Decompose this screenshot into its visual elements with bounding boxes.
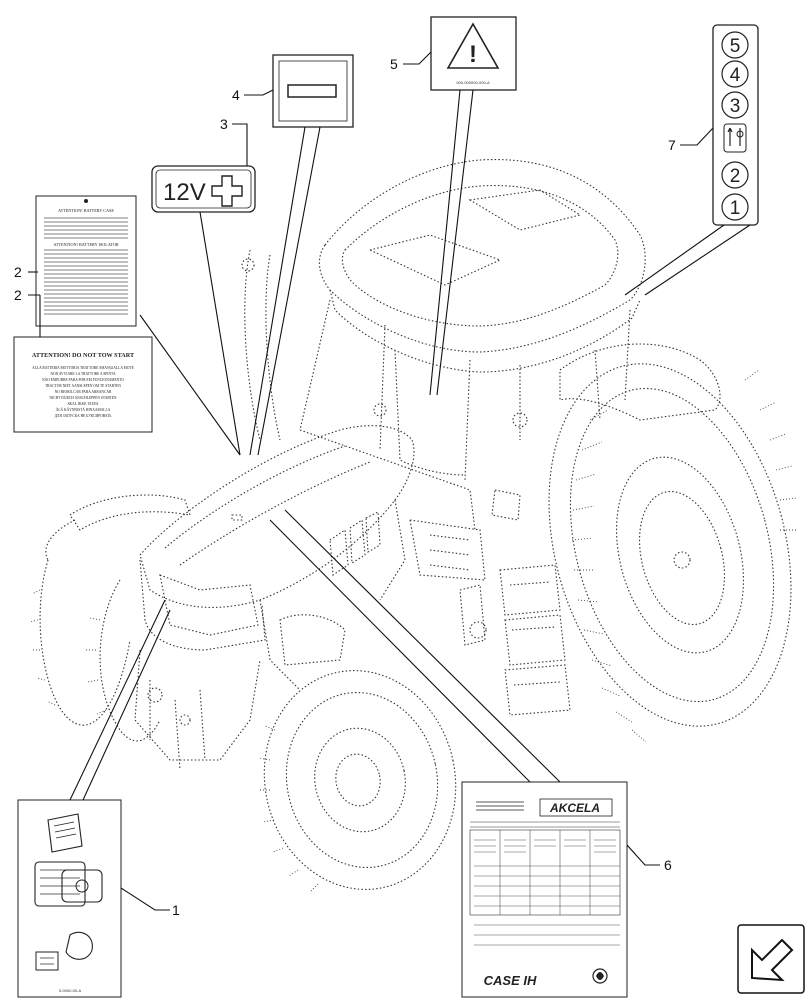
decal-spec-panel: AKCELA CASE IH — [461, 781, 628, 998]
svg-text:1: 1 — [730, 198, 741, 219]
decal-battery-isolator: ATTENTION! BATTERY CASE ATTENTION! BATTE… — [35, 195, 137, 327]
manual-code: 0-0000-00-A — [59, 988, 82, 993]
svg-text:TRACTOR NIET AANSLEPEN OM TE S: TRACTOR NIET AANSLEPEN OM TE STARTEN — [45, 384, 121, 388]
decal-12v-plus: 12V — [151, 165, 256, 213]
cab-roof — [318, 158, 646, 373]
front-left-tire — [86, 579, 161, 742]
cab-steps — [459, 564, 571, 716]
plus-icon — [211, 175, 243, 207]
cab-body — [241, 249, 631, 531]
callout-2a: 2 — [14, 264, 22, 280]
hood — [139, 425, 415, 691]
front-chassis — [134, 519, 486, 771]
battery-decal-lines — [44, 217, 128, 315]
callout-2b: 2 — [14, 287, 22, 303]
battery-decal-subtitle: ATTENTION! BATTERY ISOLATOR — [53, 242, 119, 247]
gear-5: 5 — [721, 31, 749, 59]
battery-icon — [34, 861, 86, 907]
callout-4: 4 — [232, 87, 240, 103]
callout-5: 5 — [390, 56, 398, 72]
svg-text:NO REMOLCAR PARA ARRANCAR: NO REMOLCAR PARA ARRANCAR — [55, 390, 112, 394]
warning-symbol: ! — [469, 41, 477, 68]
spec-maker: CASE IH — [484, 973, 537, 988]
svg-text:NICHT DURCH ANSCHLEPPEN STARTE: NICHT DURCH ANSCHLEPPEN STARTEN — [49, 396, 116, 400]
tow-decal-title: ATTENTION! DO NOT TOW START — [32, 352, 135, 359]
gear-3: 3 — [721, 91, 749, 119]
leader-lines — [28, 51, 751, 911]
tow-decal-lines: ALLA BATTERIA MOTTORIA TRATTORE SMANGIAL… — [32, 366, 135, 418]
charger-icon — [61, 869, 103, 903]
spec-grid — [469, 829, 621, 916]
svg-text:NON AVVIARE LA TRATTORE A SPIN: NON AVVIARE LA TRATTORE A SPINTA — [50, 372, 116, 376]
svg-text:NÃO EMPURRE PARA POR EM FUNCIO: NÃO EMPURRE PARA POR EM FUNCIONAMENTO — [42, 377, 124, 382]
decal-manual: 0-0000-00-A — [17, 799, 122, 998]
callout-1: 1 — [172, 902, 180, 918]
left-fender — [69, 494, 191, 531]
battery-small-icon — [35, 951, 59, 971]
rear-left-tire — [29, 519, 131, 726]
rear-right-tread — [571, 369, 797, 743]
callout-3: 3 — [220, 116, 228, 132]
shift-lever-icon — [723, 123, 747, 153]
decal-minus — [272, 54, 354, 128]
svg-text:ÄLÄ KÄYNNISTÄ HINAAMALLA: ÄLÄ KÄYNNISTÄ HINAAMALLA — [56, 407, 111, 412]
rear-fender — [559, 343, 721, 421]
front-right-tire — [258, 670, 457, 893]
decal-do-not-tow: ATTENTION! DO NOT TOW START ALLA BATTERI… — [13, 336, 153, 433]
decal-gear-indicator: 5 4 3 2 1 — [712, 24, 759, 226]
tractor-illustration — [29, 158, 797, 893]
callout-7: 7 — [668, 137, 676, 153]
next-page-button[interactable] — [737, 924, 805, 994]
engine-logo-icon — [592, 968, 608, 984]
spec-brand: AKCELA — [549, 801, 600, 815]
arrow-icon — [751, 938, 794, 982]
svg-text:ALLA BATTERIA MOTTORIA TRATTOR: ALLA BATTERIA MOTTORIA TRATTORE SMANGIAL… — [32, 366, 135, 370]
minus-icon — [287, 84, 337, 98]
warning-code: 000-000000-000-A — [456, 80, 490, 85]
svg-text:SKAL IKKE TAUES: SKAL IKKE TAUES — [68, 402, 99, 406]
svg-text:3: 3 — [730, 96, 741, 117]
hand-icon — [65, 931, 93, 960]
warning-triangle-icon — [446, 22, 500, 69]
svg-text:ДЛЯ ЗАПУСКА НЕ БУКСИРОВАТЬ: ДЛЯ ЗАПУСКА НЕ БУКСИРОВАТЬ — [55, 414, 112, 418]
manual-book-icon — [47, 813, 83, 853]
gear-2: 2 — [721, 161, 749, 189]
svg-text:2: 2 — [730, 166, 741, 187]
callout-numbers: 1 2 2 3 4 5 6 7 — [14, 56, 676, 918]
svg-text:5: 5 — [730, 36, 741, 57]
voltage-label: 12V — [163, 179, 206, 206]
decal-warning: ! 000-000000-000-A — [430, 16, 517, 91]
gear-4: 4 — [721, 60, 749, 88]
rear-right-tire — [548, 363, 792, 727]
gear-1: 1 — [721, 193, 749, 221]
battery-decal-title: ATTENTION! BATTERY CASE — [58, 208, 114, 213]
callout-6: 6 — [664, 857, 672, 873]
svg-text:4: 4 — [730, 65, 741, 86]
